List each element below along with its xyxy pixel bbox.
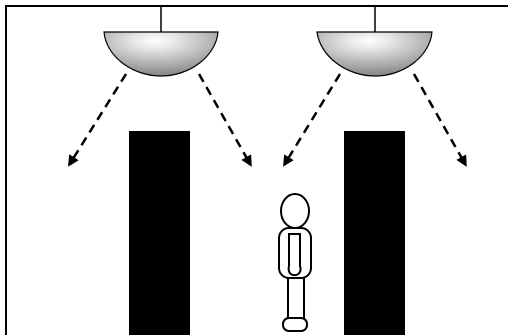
ceiling-lamp-left	[103, 6, 219, 77]
room-outline	[5, 5, 508, 335]
lamp-shade	[103, 31, 219, 77]
shelf-left	[129, 131, 190, 335]
ceiling-lamp-right	[316, 6, 433, 77]
person-foot	[282, 317, 308, 332]
lamp-shade	[316, 31, 433, 77]
light-ray-arrow	[412, 73, 467, 167]
person-head	[280, 193, 310, 229]
light-ray-arrow	[197, 73, 252, 167]
light-ray-arrow	[283, 73, 342, 167]
light-rays	[68, 73, 467, 167]
light-ray-arrow	[68, 73, 128, 167]
shelf-right	[344, 131, 405, 335]
person-figure	[278, 193, 312, 332]
person-arm	[287, 233, 302, 277]
